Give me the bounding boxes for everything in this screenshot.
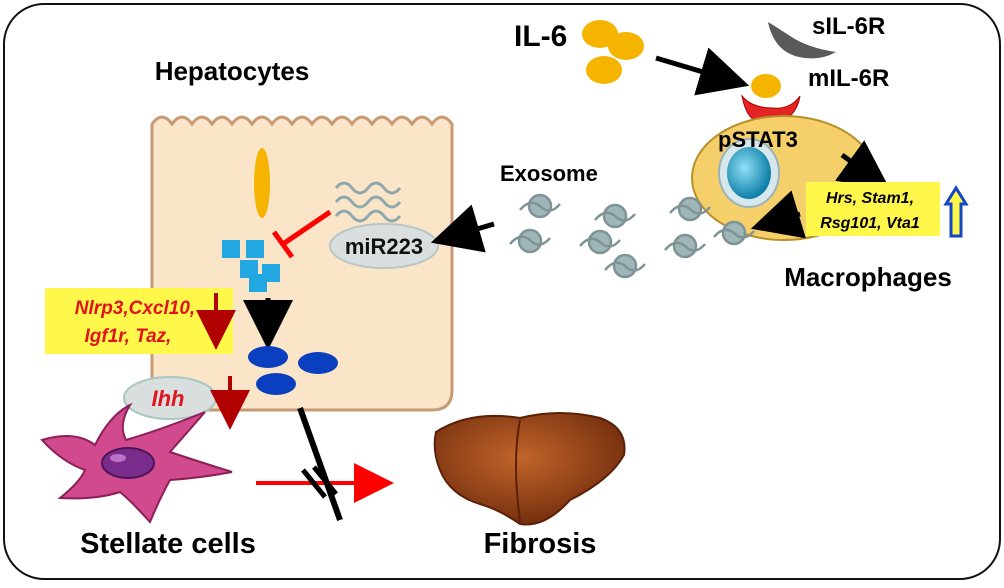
mac-gene-line-2: Rsg101, Vta1 xyxy=(820,215,920,232)
il6-bound xyxy=(751,74,781,98)
gene-line-2: Igf1r, Taz, xyxy=(85,326,172,347)
oval xyxy=(248,346,288,368)
exosome xyxy=(509,228,551,254)
pstat3-label: pSTAT3 xyxy=(718,127,798,152)
oval xyxy=(256,373,296,395)
arrow-genes-to-exosomes xyxy=(750,190,806,239)
exosome-label: Exosome xyxy=(500,161,598,186)
exosome xyxy=(664,233,706,259)
liver xyxy=(433,412,626,526)
square xyxy=(222,240,240,258)
hepatocytes-title: Hepatocytes xyxy=(155,56,310,86)
mir223-label: miR223 xyxy=(345,234,423,259)
blue-squares xyxy=(222,240,280,292)
mirna-strands xyxy=(334,181,402,223)
square xyxy=(240,260,258,278)
macrophages-label: Macrophages xyxy=(784,262,952,292)
ihh-label: Ihh xyxy=(152,386,185,411)
sil6r-label: sIL-6R xyxy=(812,13,885,40)
receptor-oval xyxy=(254,148,270,218)
sil6r-receptor xyxy=(768,22,836,59)
exosome xyxy=(604,253,646,279)
il6-label: IL-6 xyxy=(514,20,567,53)
up-arrow xyxy=(943,185,969,238)
exosome xyxy=(579,229,621,255)
exosomes xyxy=(509,193,755,279)
exosome xyxy=(519,193,561,219)
il6-molecules xyxy=(582,20,644,84)
stellate-label: Stellate cells xyxy=(80,528,256,560)
exosome xyxy=(669,196,711,222)
arrow-pstat3-to-genes xyxy=(835,140,891,190)
oval xyxy=(298,352,338,374)
mil6r-label: mIL-6R xyxy=(808,65,889,92)
hepatocyte-gene-box: Nlrp3,Cxcl10, Igf1r, Taz, xyxy=(45,288,233,354)
arrow-il6-to-receptor xyxy=(655,47,750,96)
square xyxy=(249,274,267,292)
inhibition-line xyxy=(271,209,332,259)
exosome xyxy=(713,220,755,246)
fibrosis-label: Fibrosis xyxy=(484,528,597,560)
stellate-cell xyxy=(40,402,233,524)
macrophage-gene-box: Hrs, Stam1, Rsg101, Vta1 xyxy=(806,182,940,236)
stellate-nucleus xyxy=(101,447,155,479)
blue-ovals xyxy=(248,346,338,395)
exosome xyxy=(594,203,636,229)
square xyxy=(246,240,264,258)
arrow-exosomes-to-mir223 xyxy=(430,204,495,253)
mac-gene-line-1: Hrs, Stam1, xyxy=(826,190,914,207)
macrophage-nucleus xyxy=(718,138,780,208)
gene-line-1: Nlrp3,Cxcl10, xyxy=(75,298,195,319)
blocked-fibrosis-arrow xyxy=(256,406,394,522)
